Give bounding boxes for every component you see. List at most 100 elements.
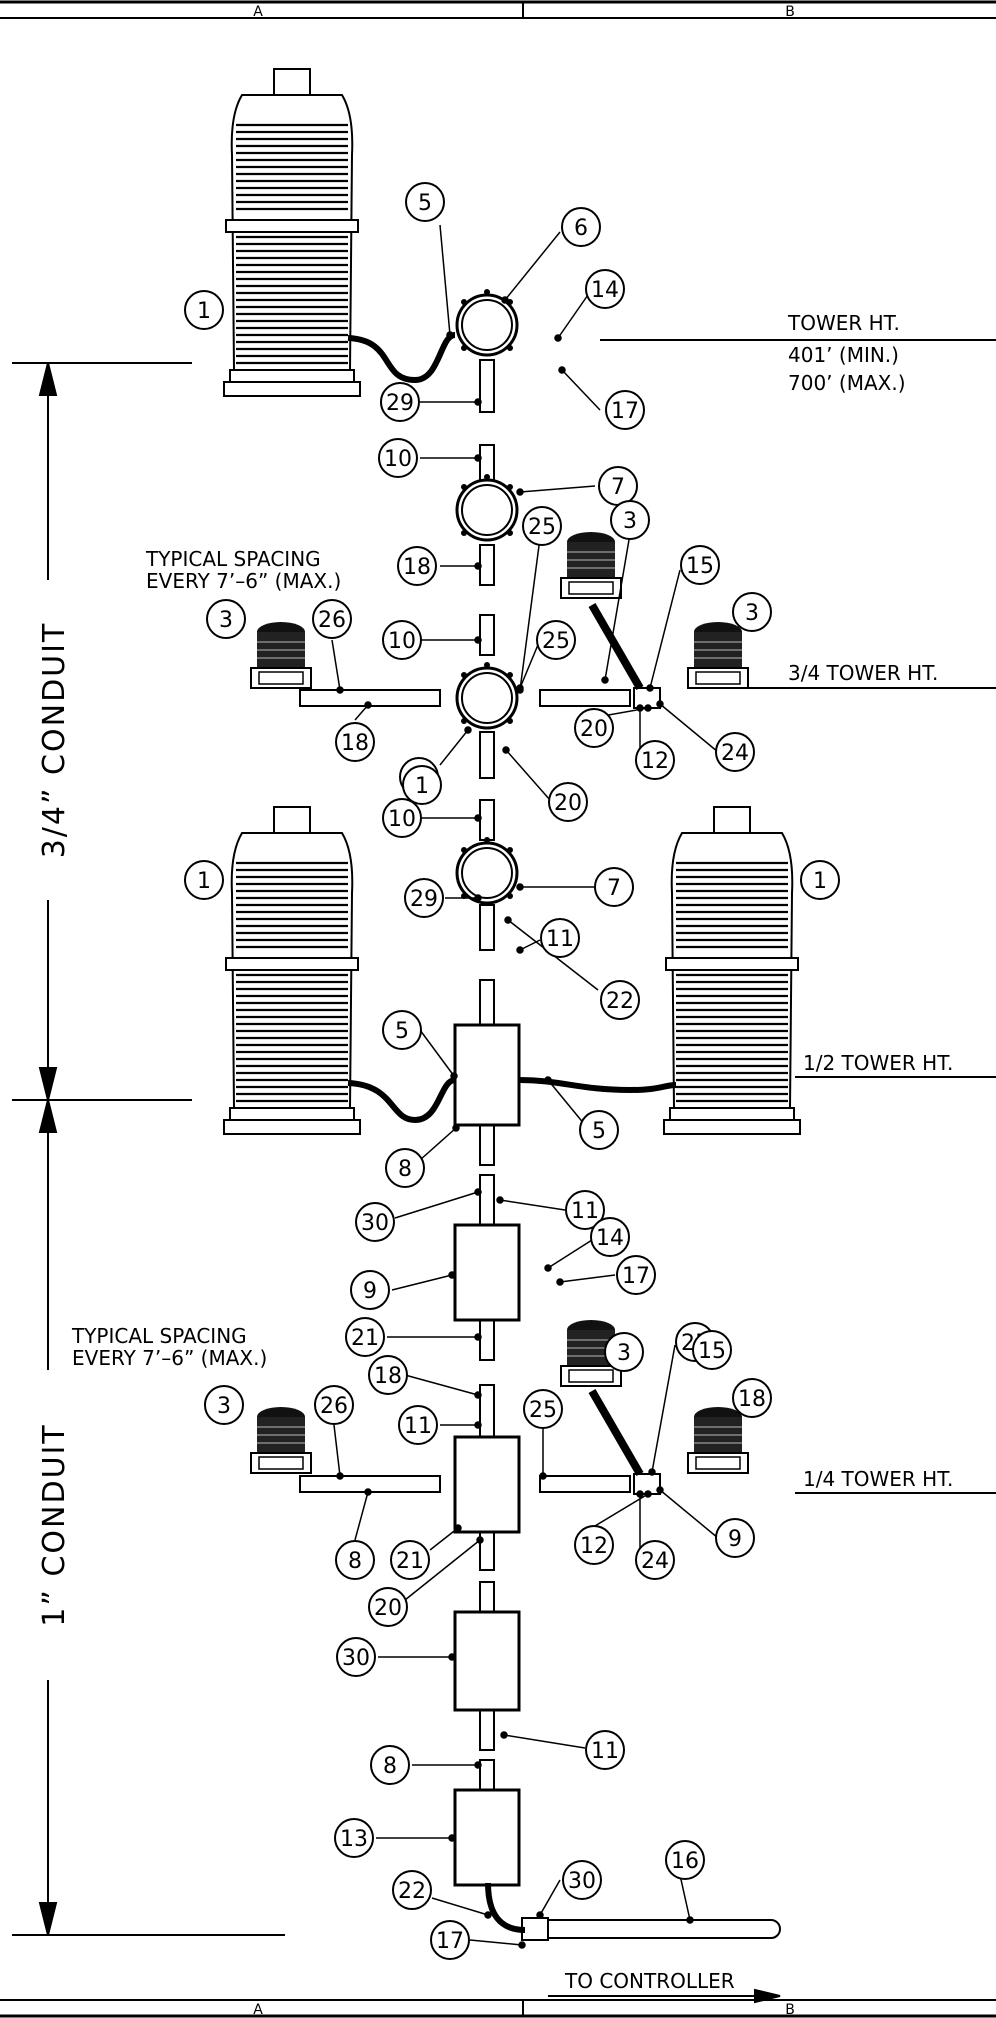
- callout-30: 30: [336, 1637, 376, 1677]
- svg-text:3: 3: [623, 509, 637, 534]
- callout-20: 20: [548, 782, 588, 822]
- callout-12: 12: [635, 740, 675, 780]
- beacon-top: [223, 68, 361, 397]
- svg-text:29: 29: [386, 391, 414, 416]
- svg-text:3: 3: [745, 601, 759, 626]
- callout-8: 8: [370, 1745, 410, 1785]
- svg-text:14: 14: [596, 1226, 624, 1251]
- svg-text:21: 21: [351, 1326, 379, 1351]
- callout-5: 5: [579, 1110, 619, 1150]
- svg-text:12: 12: [580, 1534, 608, 1559]
- to-controller-label: TO CONTROLLER: [564, 1969, 735, 1993]
- column-a-footer: A: [253, 2002, 263, 2018]
- svg-text:3: 3: [617, 1341, 631, 1366]
- strobe-upper-left: [250, 621, 312, 689]
- upper-conduit-label: 3/4” CONDUIT: [37, 622, 72, 859]
- callout-15: 15: [692, 1330, 732, 1370]
- callout-22: 22: [392, 1870, 432, 1910]
- svg-text:17: 17: [611, 399, 639, 424]
- callout-24: 24: [635, 1540, 675, 1580]
- callout-5: 5: [405, 182, 445, 222]
- callout-17: 17: [616, 1255, 656, 1295]
- callout-20: 20: [574, 708, 614, 748]
- callout-25: 25: [522, 506, 562, 546]
- svg-text:18: 18: [403, 555, 431, 580]
- svg-text:30: 30: [342, 1646, 370, 1671]
- callout-7: 7: [598, 466, 638, 506]
- svg-text:10: 10: [388, 807, 416, 832]
- junction-box-3: [455, 660, 519, 730]
- diagonal-feeds: [588, 602, 644, 1477]
- svg-text:20: 20: [580, 717, 608, 742]
- svg-text:18: 18: [738, 1387, 766, 1412]
- callout-29: 29: [404, 878, 444, 918]
- lower-conduit-label: 1” CONDUIT: [37, 1423, 72, 1626]
- callout-3: 3: [204, 1385, 244, 1425]
- callout-5: 5: [382, 1010, 422, 1050]
- svg-text:17: 17: [436, 1929, 464, 1954]
- callout-3: 3: [206, 599, 246, 639]
- svg-text:15: 15: [686, 554, 714, 579]
- strobe-lower-left: [250, 1406, 312, 1474]
- callout-26: 26: [314, 1385, 354, 1425]
- svg-text:13: 13: [340, 1827, 368, 1852]
- svg-text:5: 5: [592, 1119, 606, 1144]
- junction-box-4: [455, 835, 519, 905]
- callout-8: 8: [385, 1148, 425, 1188]
- controller-arrow: [548, 1988, 781, 2004]
- callout-11: 11: [565, 1190, 605, 1230]
- svg-text:6: 6: [574, 216, 588, 241]
- svg-text:1: 1: [197, 869, 211, 894]
- svg-text:15: 15: [698, 1339, 726, 1364]
- callout-7: 7: [594, 867, 634, 907]
- beacon-half-right: [663, 806, 801, 1135]
- svg-text:26: 26: [320, 1394, 348, 1419]
- svg-text:10: 10: [384, 447, 412, 472]
- svg-text:24: 24: [641, 1549, 669, 1574]
- column-a-header: A: [253, 4, 263, 20]
- callout-22: 22: [600, 980, 640, 1020]
- svg-text:7: 7: [611, 475, 625, 500]
- svg-text:22: 22: [606, 989, 634, 1014]
- callout-8: 8: [335, 1540, 375, 1580]
- strobe-upper-center: [560, 531, 622, 599]
- callout-17: 17: [430, 1920, 470, 1960]
- svg-text:8: 8: [398, 1157, 412, 1182]
- svg-text:25: 25: [542, 629, 570, 654]
- three-quarter-tower-label: 3/4 TOWER HT.: [788, 661, 938, 685]
- callout-29: 29: [380, 382, 420, 422]
- callout-10: 10: [378, 438, 418, 478]
- callout-21: 21: [345, 1317, 385, 1357]
- svg-text:30: 30: [361, 1211, 389, 1236]
- svg-text:25: 25: [529, 1398, 557, 1423]
- tower-height-label: TOWER HT.: [787, 311, 900, 335]
- strobe-lower-right: [687, 1406, 749, 1474]
- callout-10: 10: [382, 798, 422, 838]
- callout-1: 1: [184, 290, 224, 330]
- callout-25: 25: [536, 620, 576, 660]
- svg-text:11: 11: [571, 1199, 599, 1224]
- svg-text:29: 29: [410, 887, 438, 912]
- callout-15: 15: [680, 545, 720, 585]
- callout-18: 18: [335, 722, 375, 762]
- dimension-lines: [12, 362, 285, 1936]
- svg-text:26: 26: [318, 608, 346, 633]
- svg-text:20: 20: [374, 1596, 402, 1621]
- half-tower-label: 1/2 TOWER HT.: [803, 1051, 953, 1075]
- svg-text:10: 10: [388, 629, 416, 654]
- callout-13: 13: [334, 1818, 374, 1858]
- callouts: 1561417291071832515332610251862020122410…: [184, 182, 840, 1960]
- callout-21: 21: [390, 1540, 430, 1580]
- column-b-footer: B: [785, 2002, 795, 2018]
- column-b-header: B: [785, 4, 795, 20]
- svg-text:1: 1: [415, 774, 429, 799]
- callout-17: 17: [605, 390, 645, 430]
- callout-18: 18: [368, 1355, 408, 1395]
- svg-text:18: 18: [341, 731, 369, 756]
- svg-text:1: 1: [197, 299, 211, 324]
- min-height-label: 401’ (MIN.): [788, 343, 899, 367]
- callout-1: 1: [402, 765, 442, 805]
- svg-text:17: 17: [622, 1264, 650, 1289]
- strobe-upper-right: [687, 621, 749, 689]
